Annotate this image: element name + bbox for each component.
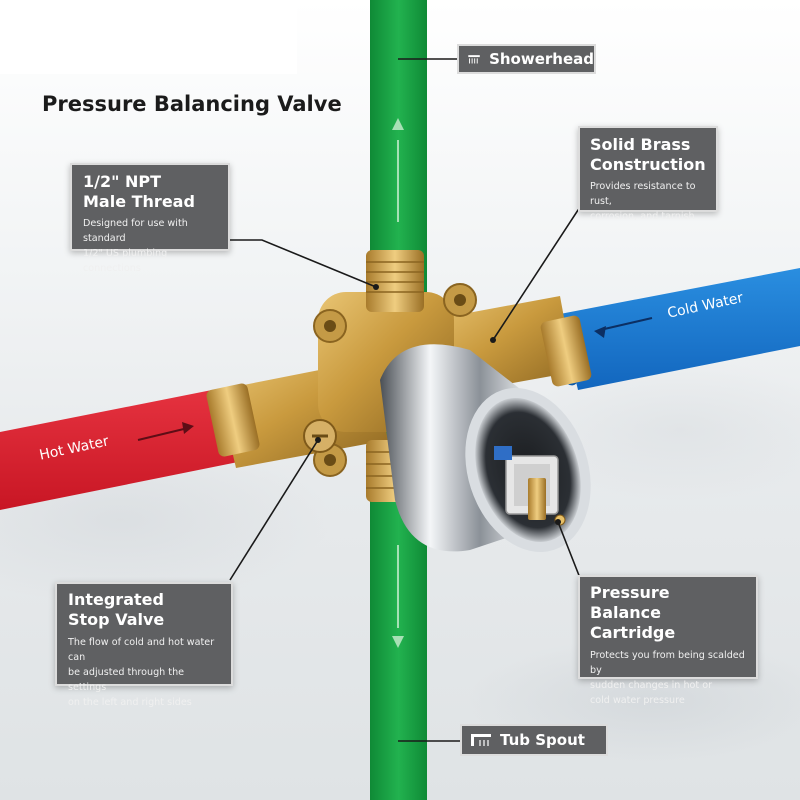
tub-spout-icon — [471, 734, 491, 746]
callout-description: The flow of cold and hot water can be ad… — [68, 637, 215, 708]
pressure-balance-cartridge — [494, 446, 566, 526]
hot-flow-arrow — [137, 422, 194, 441]
tub-spout-label: Tub Spout — [460, 724, 608, 756]
callout-description: Provides resistance to rust, corrosion, … — [590, 181, 696, 222]
callout-pressure-cartridge: Pressure Balance Cartridge Protects you … — [578, 575, 758, 706]
callout-male-thread: 1/2" NPT Male Thread Designed for use wi… — [70, 163, 230, 274]
callout-heading: 1/2" NPT Male Thread — [83, 172, 195, 211]
flow-arrow-down — [392, 545, 404, 648]
valve-body — [206, 250, 592, 502]
callout-heading: Pressure Balance Cartridge — [590, 583, 676, 642]
callout-solid-brass: Solid Brass Construction Provides resist… — [578, 126, 718, 222]
flow-arrow-up — [392, 118, 404, 222]
diagram-title: Pressure Balancing Valve — [42, 92, 342, 116]
corner-white-panel — [0, 0, 297, 74]
cold-flow-arrow — [594, 317, 653, 338]
callout-heading: Solid Brass Construction — [590, 135, 706, 174]
callout-stop-valve: Integrated Stop Valve The flow of cold a… — [55, 582, 233, 708]
showerhead-label: Showerhead — [457, 44, 596, 74]
showerhead-text: Showerhead — [489, 50, 594, 68]
tub-spout-text: Tub Spout — [500, 731, 585, 749]
hot-water-pipe — [0, 386, 248, 510]
callout-heading: Integrated Stop Valve — [68, 590, 165, 629]
callout-description: Designed for use with standard 1/2" US p… — [83, 218, 188, 274]
leader-dots — [315, 284, 561, 525]
callout-description: Protects you from being scalded by sudde… — [590, 650, 745, 706]
showerhead-icon — [468, 55, 480, 64]
cold-water-pipe — [560, 268, 800, 390]
